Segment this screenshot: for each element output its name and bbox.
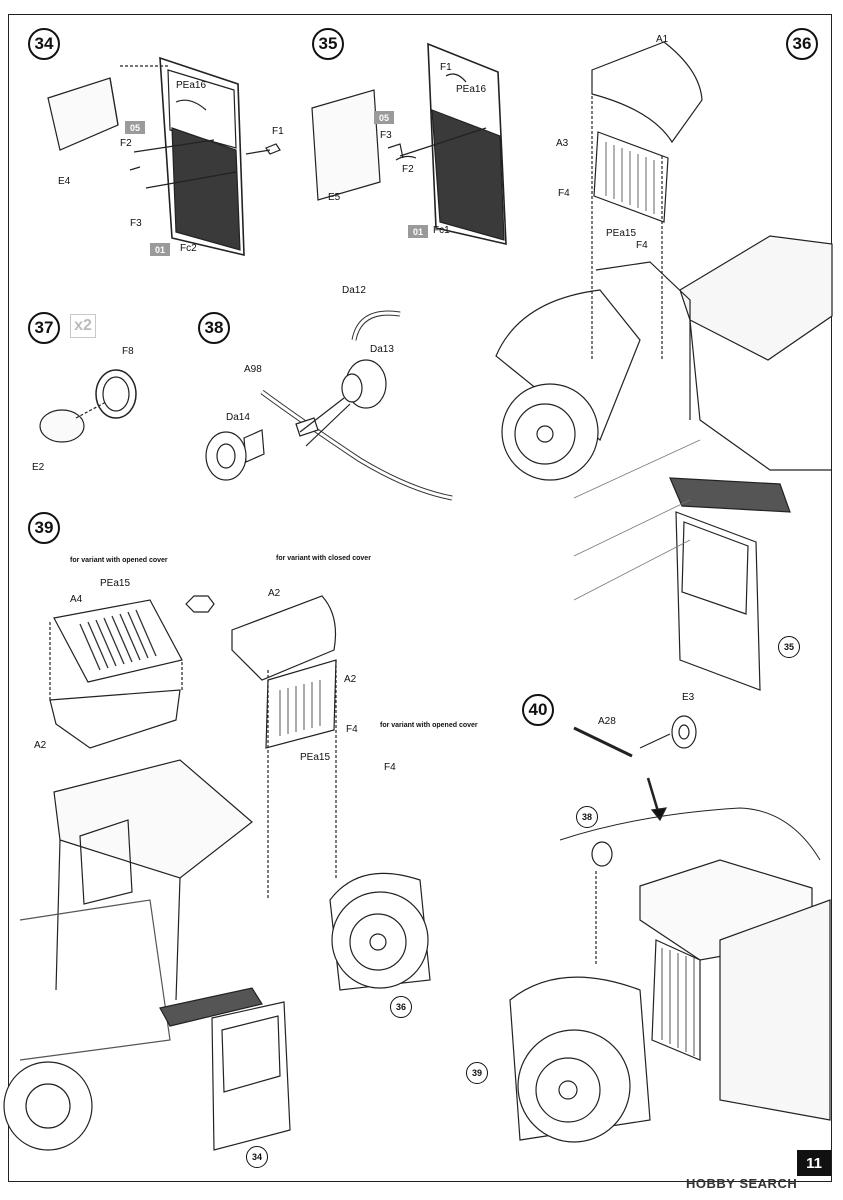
part-label: Da12	[342, 285, 366, 296]
part-label: A1	[656, 34, 669, 45]
part-label: Da13	[370, 344, 394, 355]
part-label: F2	[402, 164, 414, 175]
watermark: HOBBY SEARCH	[686, 1176, 798, 1191]
step-37-drawing	[39, 369, 137, 443]
part-label: E3	[682, 692, 695, 703]
variant-note: for variant with opened cover	[70, 557, 168, 564]
part-label: PEa15	[300, 752, 331, 763]
part-label: A98	[244, 364, 262, 375]
part-label: A2	[344, 674, 357, 685]
step-reference: 35	[778, 636, 800, 658]
part-label: Da14	[226, 412, 250, 423]
step-34-drawing	[47, 56, 281, 257]
step-number-38: 38	[198, 312, 230, 344]
part-label: A2	[268, 588, 281, 599]
quantity-multiplier: x2	[70, 314, 96, 338]
paint-ref: 05	[125, 121, 145, 134]
part-label: A28	[598, 716, 616, 727]
part-label: Fc1	[433, 225, 450, 236]
step-number-35: 35	[312, 28, 344, 60]
step-reference: 39	[466, 1062, 488, 1084]
part-label: PEa16	[176, 80, 207, 91]
page-frame	[8, 14, 832, 1182]
paint-ref: 05	[374, 111, 394, 124]
part-label: F4	[636, 240, 648, 251]
part-label: PEa16	[456, 84, 487, 95]
part-label: A2	[34, 740, 47, 751]
step-number-40: 40	[522, 694, 554, 726]
part-label: A3	[556, 138, 569, 149]
step-36-drawing	[495, 41, 833, 691]
part-label: A4	[70, 594, 83, 605]
part-label: F3	[130, 218, 142, 229]
part-label: F3	[380, 130, 392, 141]
step-reference: 34	[246, 1146, 268, 1168]
variant-note: for variant with opened cover	[380, 722, 478, 729]
step-reference: 36	[390, 996, 412, 1018]
part-label: Fc2	[180, 243, 197, 254]
step-35-drawing	[311, 42, 507, 246]
part-label: F2	[120, 138, 132, 149]
part-label: PEa15	[606, 228, 637, 239]
step-number-34: 34	[28, 28, 60, 60]
variant-note: for variant with closed cover	[276, 555, 371, 562]
step-number-37: 37	[28, 312, 60, 344]
paint-ref: 01	[408, 225, 428, 238]
part-label: F4	[346, 724, 358, 735]
step-number-36: 36	[786, 28, 818, 60]
part-label: F1	[272, 126, 284, 137]
paint-ref: 01	[150, 243, 170, 256]
part-label: F4	[558, 188, 570, 199]
part-label: E4	[58, 176, 71, 187]
step-reference: 38	[576, 806, 598, 828]
step-40-drawing	[509, 715, 831, 1143]
part-label: PEa15	[100, 578, 131, 589]
step-number-39: 39	[28, 512, 60, 544]
step-38-drawing	[205, 310, 453, 501]
page-number: 11	[797, 1150, 831, 1176]
step-39-drawing	[3, 595, 431, 1151]
part-label: F1	[440, 62, 452, 73]
part-label: E5	[328, 192, 341, 203]
part-label: E2	[32, 462, 45, 473]
part-label: F4	[384, 762, 396, 773]
part-label: F8	[122, 346, 134, 357]
